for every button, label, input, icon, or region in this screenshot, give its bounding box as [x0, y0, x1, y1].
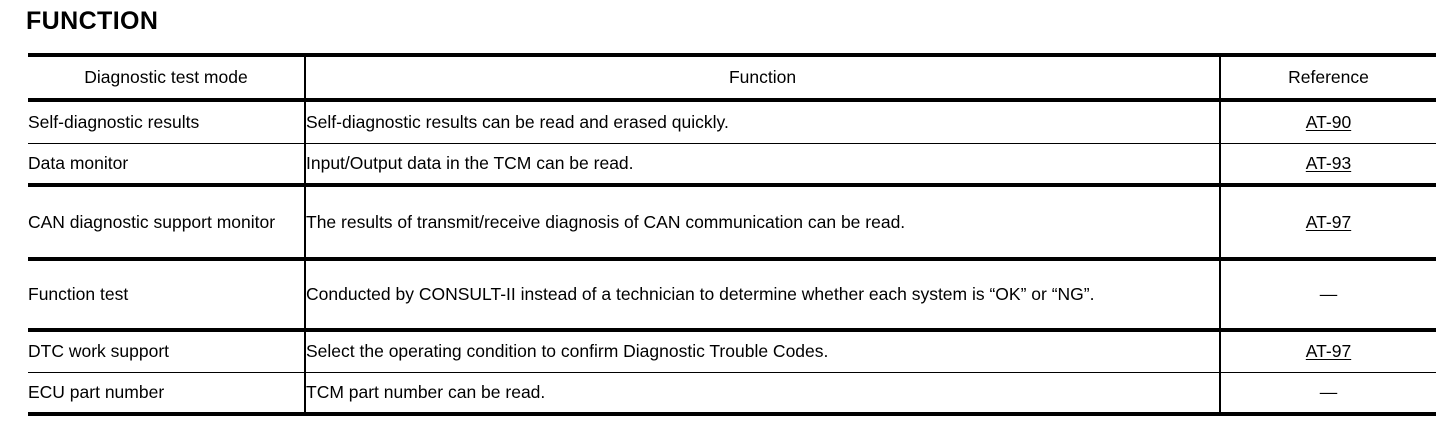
column-header-function: Function — [305, 55, 1221, 100]
cell-reference: AT-90 — [1220, 100, 1436, 143]
reference-none-dash: — — [1319, 284, 1338, 304]
reference-link[interactable]: AT-93 — [1305, 152, 1352, 173]
table-row: CAN diagnostic support monitor The resul… — [28, 185, 1436, 259]
page-title: FUNCTION — [26, 7, 159, 35]
cell-function-description: The results of transmit/receive diagnosi… — [305, 185, 1221, 259]
cell-diagnostic-test-mode: Self-diagnostic results — [28, 100, 306, 143]
cell-function-description: Conducted by CONSULT-II instead of a tec… — [305, 259, 1221, 330]
table-header-row: Diagnostic test mode Function Reference — [28, 55, 1436, 100]
table-row: Self-diagnostic results Self-diagnostic … — [28, 100, 1436, 143]
table-header: Diagnostic test mode Function Reference — [28, 55, 1436, 100]
cell-function-description: Self-diagnostic results can be read and … — [305, 100, 1221, 143]
table-row: Data monitor Input/Output data in the TC… — [28, 143, 1436, 185]
column-header-diagnostic-test-mode: Diagnostic test mode — [28, 55, 306, 100]
cell-reference: — — [1220, 259, 1436, 330]
cell-reference: AT-97 — [1220, 185, 1436, 259]
table-row: ECU part number TCM part number can be r… — [28, 372, 1436, 414]
reference-link[interactable]: AT-97 — [1305, 341, 1352, 362]
cell-function-description: Input/Output data in the TCM can be read… — [305, 143, 1221, 185]
cell-function-description: TCM part number can be read. — [305, 372, 1221, 414]
function-table: Diagnostic test mode Function Reference … — [28, 53, 1436, 416]
table-row: DTC work support Select the operating co… — [28, 330, 1436, 372]
cell-diagnostic-test-mode: Function test — [28, 259, 306, 330]
table-body: Self-diagnostic results Self-diagnostic … — [28, 100, 1436, 414]
cell-diagnostic-test-mode: CAN diagnostic support monitor — [28, 185, 306, 259]
column-header-reference: Reference — [1288, 67, 1369, 87]
reference-link[interactable]: AT-90 — [1305, 111, 1352, 132]
reference-none-dash: — — [1319, 381, 1338, 402]
cell-reference: — — [1220, 372, 1436, 414]
table-row: Function test Conducted by CONSULT-II in… — [28, 259, 1436, 330]
cell-diagnostic-test-mode: ECU part number — [28, 372, 306, 414]
reference-link[interactable]: AT-97 — [1305, 211, 1352, 232]
cell-reference: AT-93 — [1220, 143, 1436, 185]
cell-diagnostic-test-mode: DTC work support — [28, 330, 306, 372]
cell-diagnostic-test-mode: Data monitor — [28, 143, 306, 185]
cell-reference: AT-97 — [1220, 330, 1436, 372]
cell-function-description: Select the operating condition to confir… — [305, 330, 1221, 372]
